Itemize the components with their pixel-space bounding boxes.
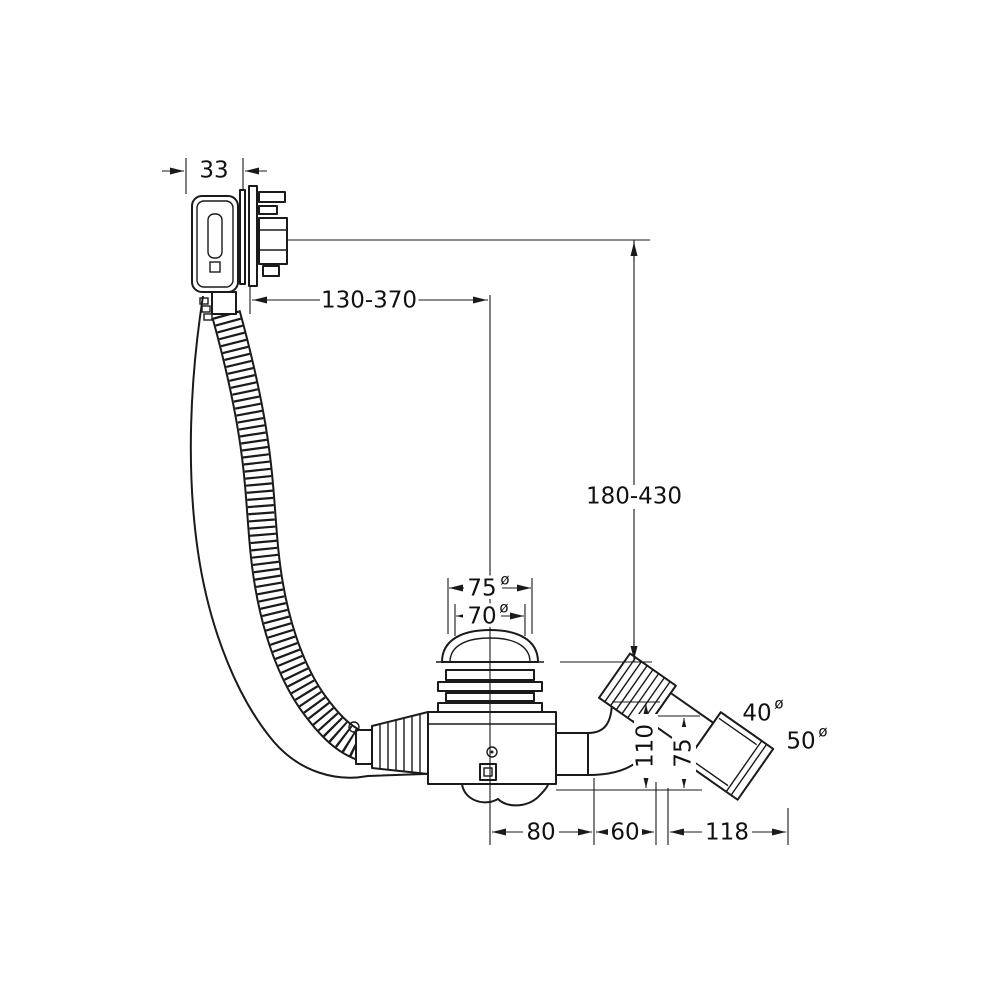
overflow-fitting	[191, 185, 288, 321]
cable-anchor	[479, 763, 497, 781]
dim-elbow-height: 110	[633, 724, 659, 768]
dim-elbow-diameter: 40	[742, 701, 771, 727]
dim-body-length: 80	[526, 820, 555, 846]
hose-spigot	[211, 291, 237, 315]
dim-outlet-length: 118	[705, 820, 749, 846]
outlet-stub	[555, 732, 591, 776]
hose-end-fitting	[348, 721, 375, 765]
hose-union-nut	[371, 711, 429, 775]
cap-diameter-symbol: ø	[500, 571, 509, 589]
outlet-coupling	[684, 711, 775, 801]
rotary-knob	[258, 217, 288, 265]
escutcheon-plate	[248, 185, 258, 287]
angled-outlet	[598, 652, 775, 801]
trap-bowl	[461, 783, 549, 807]
dim-cable-range: 130-370	[321, 288, 417, 314]
drain-assembly	[371, 629, 775, 807]
dim-outlet-diameter: 50	[786, 729, 815, 755]
dim-height-range: 180-430	[586, 484, 682, 510]
dim-overflow-width: 33	[199, 158, 228, 184]
waste-diameter-symbol: ø	[499, 599, 508, 617]
overflow-slot	[207, 213, 223, 259]
dim-waste-diameter: 70	[467, 604, 496, 630]
waste-body	[427, 711, 557, 807]
pull-cable	[189, 295, 483, 779]
dim-outlet-height: 75	[671, 738, 697, 767]
dim-cap-diameter: 75	[467, 576, 496, 602]
wall-plate	[239, 189, 246, 285]
dim-elbow-length: 60	[610, 820, 639, 846]
cable-clip	[348, 721, 360, 733]
flexible-hose	[211, 310, 372, 763]
dimension-labels: 33 130-370 180-430 75 ø 70 ø 110 75 80 6…	[196, 155, 829, 849]
elbow-diameter-symbol: ø	[774, 695, 783, 713]
pivot	[486, 746, 498, 758]
outlet-diameter-symbol: ø	[818, 723, 827, 741]
